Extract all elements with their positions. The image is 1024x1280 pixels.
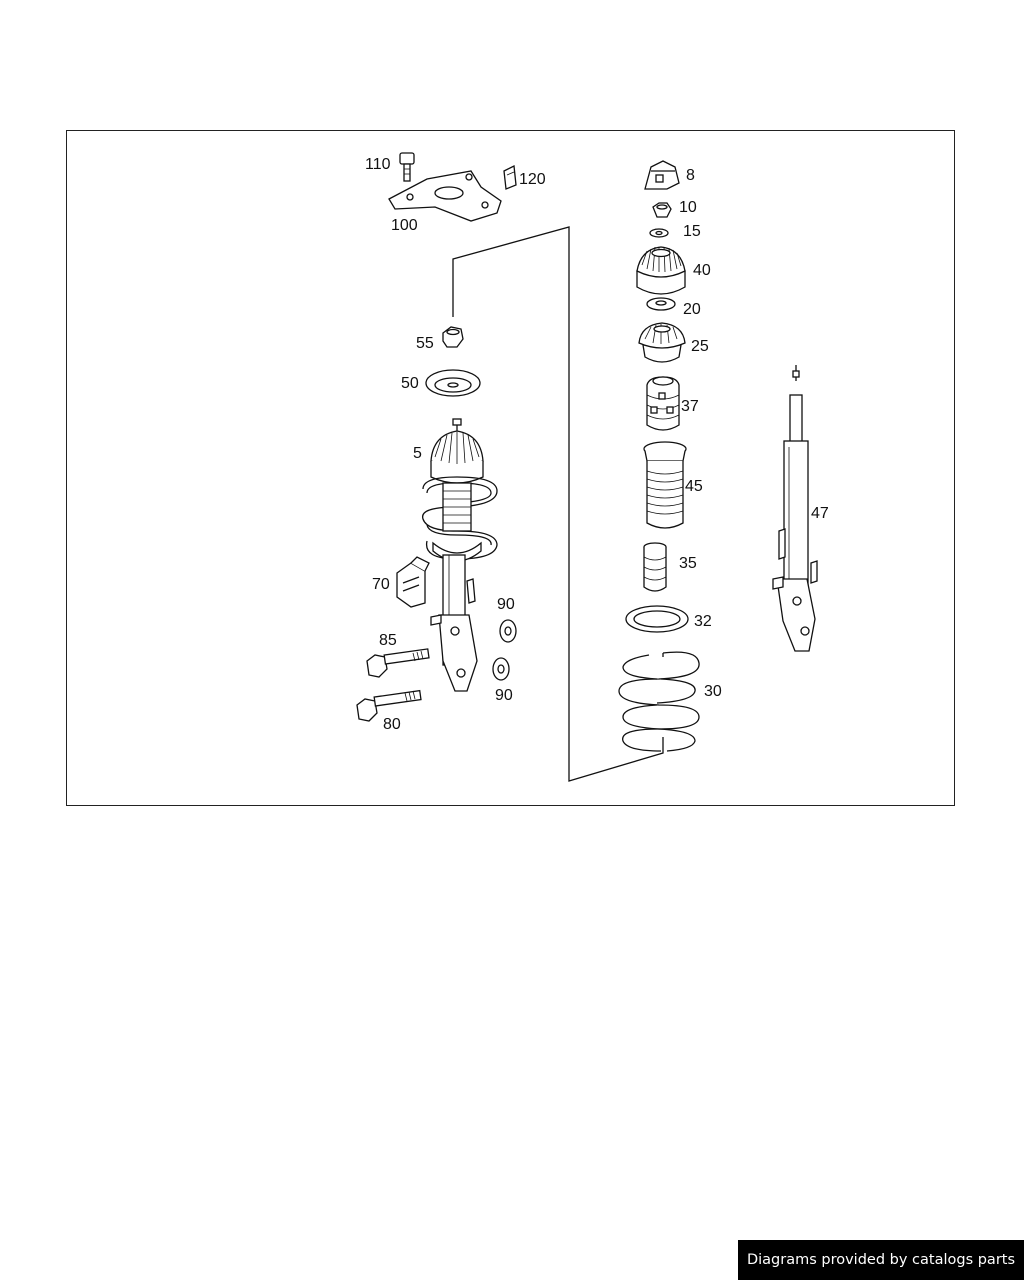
label-part-15: 15 [683,223,701,240]
label-part-120: 120 [519,171,546,188]
diagram-frame: 110 120 100 8 10 15 40 20 55 25 50 37 5 … [66,130,955,806]
credit-banner: Diagrams provided by catalogs parts [738,1240,1024,1280]
label-part-55: 55 [416,335,434,352]
label-part-5: 5 [413,445,422,462]
label-part-37: 37 [681,398,699,415]
credit-text: Diagrams provided by catalogs parts [746,1252,1016,1268]
label-part-85: 85 [379,632,397,649]
part-50-washer-plate [425,369,481,397]
label-part-10: 10 [679,199,697,216]
label-part-110: 110 [365,156,391,173]
part-80-bolt [356,689,422,722]
label-part-40: 40 [693,262,711,279]
label-part-25: 25 [691,338,709,355]
label-part-80: 80 [383,716,401,733]
part-8-cap [644,160,680,190]
label-part-100: 100 [391,217,418,234]
label-part-90-upper: 90 [497,596,515,613]
part-35-bump-stop [643,542,667,592]
part-5-strut-assembly [422,418,498,692]
part-90-bushing-upper [499,619,517,643]
part-40-strut-mount [636,246,686,295]
label-part-20: 20 [683,301,701,318]
leader-line-top-mount [452,226,664,782]
part-70-bracket-clip [396,556,430,608]
part-55-nut [442,326,464,348]
part-10-nut [652,202,672,218]
part-90-bushing-lower [492,657,510,681]
part-25-bearing [638,322,686,363]
part-45-dust-boot [643,441,687,529]
label-part-8: 8 [686,167,695,184]
part-100-top-plate [388,170,502,222]
label-part-70: 70 [372,576,390,593]
label-part-35: 35 [679,555,697,572]
label-part-30: 30 [704,683,722,700]
label-part-90-lower: 90 [495,687,513,704]
part-37-bump-stop [646,376,680,431]
part-110-bolt [399,152,415,182]
label-part-45: 45 [685,478,703,495]
part-30-coil-spring [618,651,700,752]
part-120-clip [503,164,517,190]
part-20-washer [646,297,676,311]
part-85-bolt [366,648,430,678]
exploded-parts-diagram: 110 120 100 8 10 15 40 20 55 25 50 37 5 … [356,152,829,782]
part-47-shock-absorber [772,365,818,652]
label-part-50: 50 [401,375,419,392]
label-part-32: 32 [694,613,712,630]
part-15-washer [649,228,669,238]
label-part-47: 47 [811,505,829,522]
part-32-spring-seat [625,605,689,633]
